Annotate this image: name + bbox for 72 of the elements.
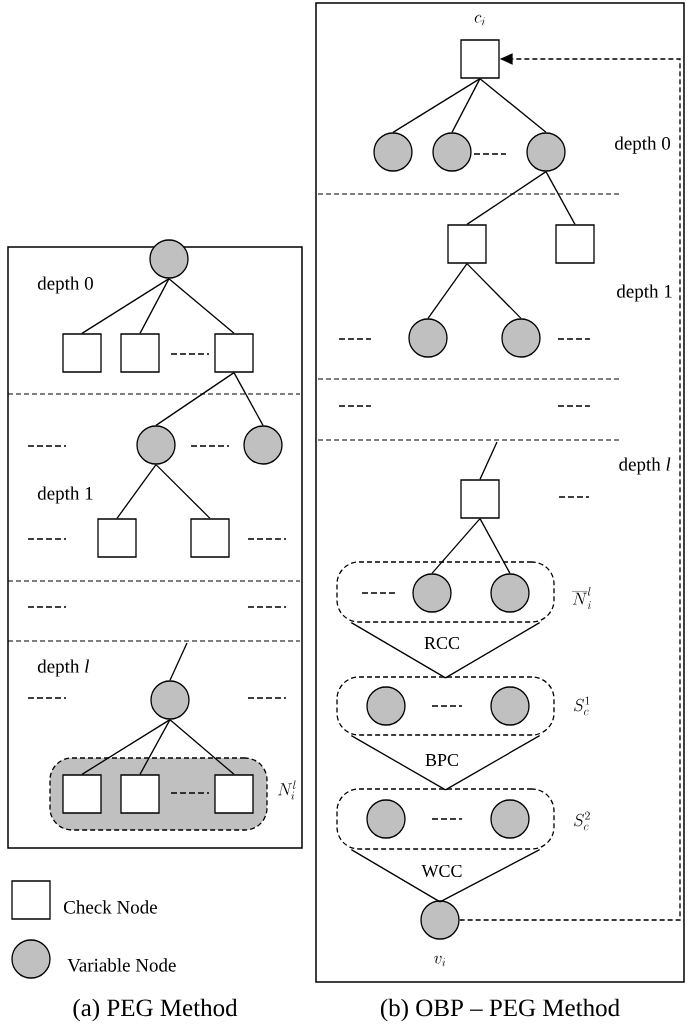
panel-frame — [315, 2, 685, 983]
variable-node — [373, 132, 413, 172]
connector — [81, 278, 170, 334]
check-node — [97, 518, 137, 558]
legend-label: Check Node — [64, 900, 157, 914]
edge-label: RCC — [423, 635, 461, 651]
node-label: $c_i$ — [474, 14, 485, 26]
variable-node — [526, 132, 566, 172]
node-label: $S_c^2$ — [574, 811, 590, 831]
panel-caption: (b) OBP – PEG Method — [380, 998, 620, 1022]
connector — [479, 518, 511, 574]
variable-node — [150, 680, 190, 720]
edge-label: WCC — [420, 863, 464, 879]
variable-node — [366, 799, 406, 839]
connector — [139, 719, 171, 775]
connector — [139, 278, 170, 334]
node-label: $S_c^1$ — [574, 696, 590, 716]
connector — [168, 278, 235, 334]
connector — [466, 263, 522, 319]
panel-frame — [7, 246, 303, 849]
depth-label: depth 1 — [37, 486, 93, 504]
edge-label: BPC — [424, 752, 460, 768]
connector — [169, 719, 235, 775]
check-node — [190, 518, 230, 558]
variable-node — [136, 425, 176, 465]
check-node — [214, 774, 254, 814]
check-node — [555, 224, 595, 264]
panel-caption: (a) PEG Method — [73, 998, 238, 1022]
variable-node — [366, 686, 406, 726]
connector — [427, 263, 468, 319]
connector — [466, 171, 547, 225]
connector — [350, 622, 541, 679]
connector — [169, 642, 188, 681]
depth-label: depth l — [37, 659, 89, 677]
check-node — [120, 333, 160, 373]
connector — [81, 719, 171, 775]
node-label: $v_i$ — [434, 955, 446, 967]
connector — [545, 171, 576, 225]
connector — [479, 441, 498, 480]
connector — [451, 78, 481, 133]
variable-node — [490, 686, 530, 726]
connector — [350, 735, 541, 791]
legend-label: Variable Node — [67, 958, 176, 972]
connector — [233, 372, 264, 426]
check-node — [447, 224, 487, 264]
variable-node — [490, 573, 530, 613]
depth-label: depth l — [619, 457, 671, 475]
variable-node — [412, 573, 452, 613]
depth-label: depth 0 — [37, 276, 93, 294]
check-node — [120, 774, 160, 814]
check-node — [460, 479, 500, 519]
connector — [155, 372, 235, 426]
depth-label: depth 0 — [615, 136, 671, 154]
connector — [431, 518, 481, 574]
variable-node — [501, 318, 541, 358]
node-label: $N_i^l$ — [278, 780, 296, 800]
variable-node — [490, 799, 530, 839]
depth-label: depth 1 — [617, 284, 672, 302]
variable-node — [243, 425, 283, 465]
variable-node — [432, 132, 472, 172]
variable-node — [149, 239, 189, 279]
connector — [459, 53, 681, 921]
variable-node — [408, 318, 448, 358]
connector — [155, 464, 211, 519]
connector — [116, 464, 157, 519]
connector — [350, 849, 541, 903]
check-node — [62, 774, 102, 814]
check-node — [214, 333, 254, 373]
check-node — [62, 333, 102, 373]
node-label: $\overline{N}_i^l$ — [572, 587, 591, 609]
connector — [392, 78, 481, 133]
connector — [479, 78, 547, 133]
